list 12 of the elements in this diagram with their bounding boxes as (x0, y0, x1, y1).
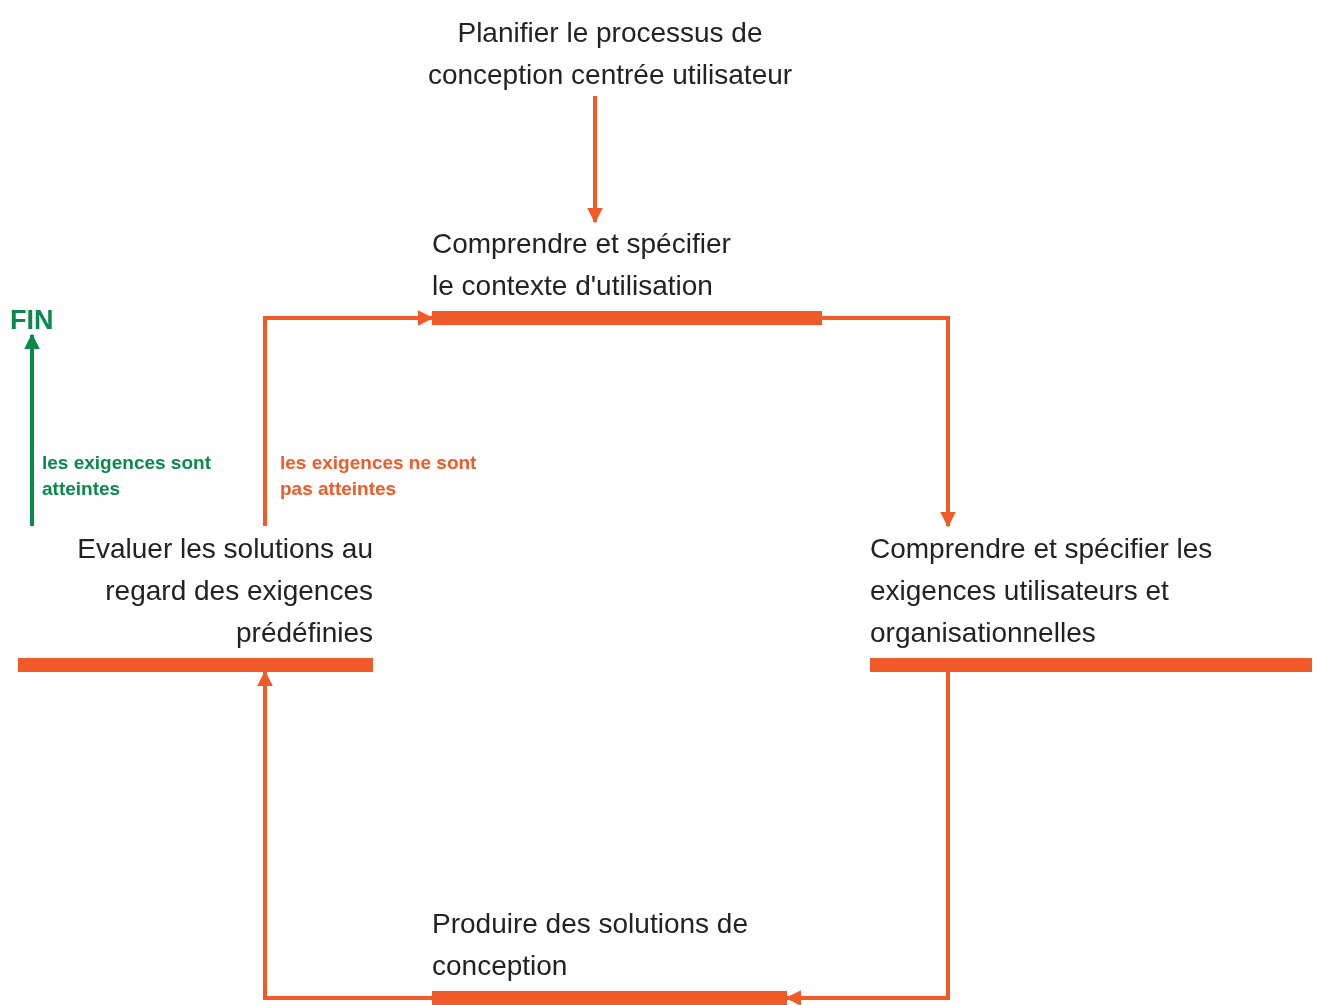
step-text: Evaluer les solutions au regard des exigences prédéfinies (76, 532, 373, 650)
step-text: Produire des solutions de conception (432, 907, 749, 983)
step-text: Planifier le processus de conception centrée utilisateur (426, 16, 794, 92)
arrow (257, 670, 432, 1000)
step-text: Comprendre et spécifier les exigences utilisateurs et organisationnelles (870, 532, 1214, 650)
arrow (587, 96, 603, 224)
arrow (263, 310, 434, 526)
arrow (785, 672, 950, 1005)
step-text: Comprendre et spécifier le contexte d'utilisation (432, 227, 732, 303)
arrow (24, 333, 40, 526)
arrow (822, 316, 956, 528)
end-label: FIN (10, 305, 54, 335)
